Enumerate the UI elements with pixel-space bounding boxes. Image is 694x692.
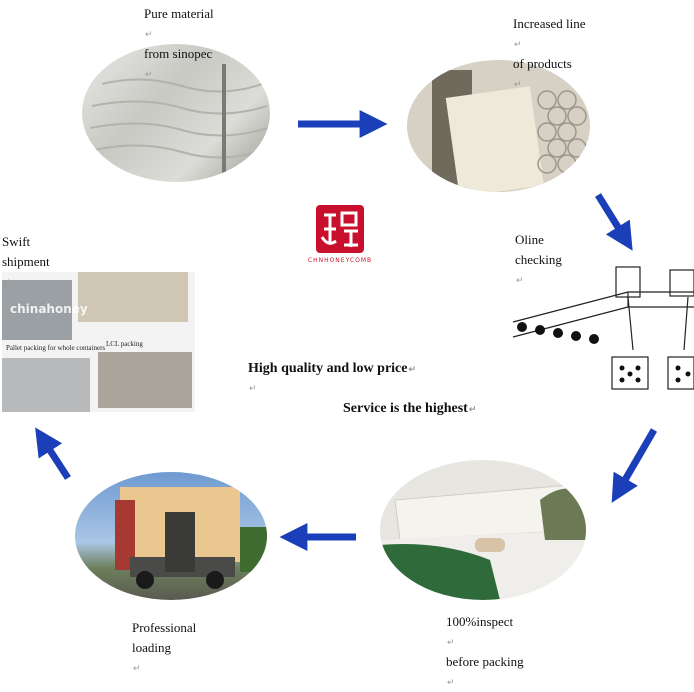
paragraph-mark-icon: ↵ [145,69,153,79]
arrow-checking-to-inspect [611,428,658,503]
shipment-photo-3 [2,358,90,412]
paragraph-mark-icon: ↵ [447,677,455,687]
label-material: Pure material↵ from sinopec↵ [144,4,214,84]
label-inspect: 100%inspect↵ before packing↵ [446,612,524,692]
flow-arrows [35,110,658,551]
paragraph-mark-icon: ↵ [145,29,153,39]
paragraph-mark-icon: ↵ [3,277,11,287]
shipment-photo-2 [78,272,188,322]
shipment-collage: chinahoney Pallet packing for whole cont… [2,272,195,412]
brand-name: CHNHONEYCOMB [307,257,373,264]
arrow-production-to-checking [595,193,633,251]
paragraph-mark-icon: ↵ [514,39,522,49]
inspect-photo [380,460,586,600]
label-shipment: Swift shipment↵ [2,232,50,292]
production-photo [407,60,590,192]
label-production: Increased line↵ of products↵ [513,14,586,94]
brand-logo: CHNHONEYCOMB [305,205,375,264]
material-photo [82,44,270,182]
slogan-service: Service is the highest↵ [343,401,477,416]
caption-container-packing: Pallet packing for whole containers [6,344,106,352]
paragraph-mark-icon: ↵ [249,383,257,393]
shipment-watermark: chinahoney [10,302,88,316]
checking-diagram [508,262,694,404]
paragraph-mark-icon: ↵ [516,275,524,285]
paragraph-mark-icon: ↵ [468,404,477,414]
paragraph-mark-icon: ↵ [133,663,141,673]
arrow-loading-to-shipment [35,427,71,480]
caption-lcl-packing: LCL packing [106,340,143,348]
paragraph-mark-icon: ↵ [408,364,417,374]
loading-photo [75,472,267,600]
paragraph-mark-icon: ↵ [447,637,455,647]
shipment-photo-1 [2,280,72,340]
seal-icon [316,205,364,253]
slogan-quality: High quality and low price↵ [248,361,417,376]
label-checking: Oline checking↵ [515,230,562,290]
label-loading: Professional loading↵ [132,618,196,678]
paragraph-mark-icon: ↵ [514,79,522,89]
shipment-photo-4 [98,352,192,408]
